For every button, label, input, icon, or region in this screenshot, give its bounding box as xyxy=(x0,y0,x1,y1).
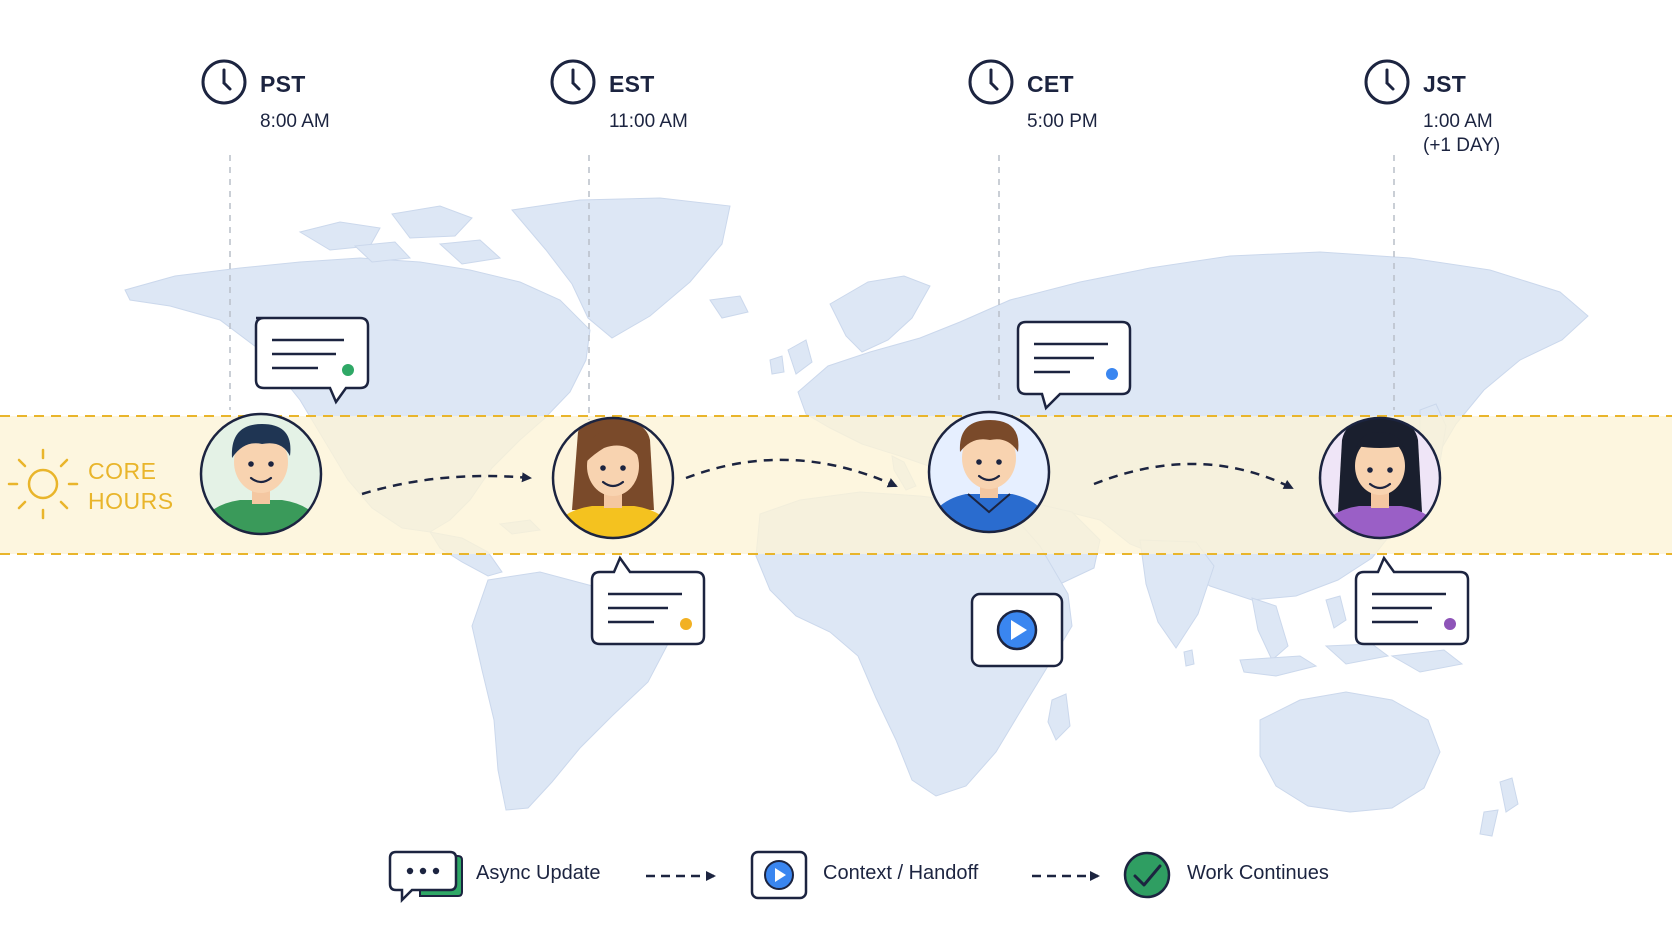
india-landmass xyxy=(1139,539,1215,649)
timezone-name: EST xyxy=(609,71,655,97)
status-dot-green xyxy=(342,364,354,376)
sun-icon xyxy=(7,448,79,520)
greenland-landmass xyxy=(511,197,731,339)
clock-icon xyxy=(201,59,247,105)
status-dot-purple xyxy=(1444,618,1456,630)
timezone-name: PST xyxy=(260,71,306,97)
timezone-name: CET xyxy=(1027,71,1074,97)
async-update-bubble-jst xyxy=(1354,555,1470,646)
play-icon xyxy=(1011,620,1027,640)
timezone-time: 1:00 AM xyxy=(1423,111,1493,132)
legend-async-update-label: Async Update xyxy=(476,862,601,884)
clock-icon xyxy=(968,59,1014,105)
chat-bubbles-icon xyxy=(388,850,463,904)
check-circle-icon xyxy=(1123,851,1171,899)
handoff-arrow-cet-jst xyxy=(1093,462,1294,490)
timezone-time: 8:00 AM xyxy=(260,111,330,132)
handoff-arrow-pst-est xyxy=(361,472,532,496)
handoff-arrows xyxy=(361,458,1294,496)
legend-work-continues-label: Work Continues xyxy=(1187,862,1329,884)
australia-landmass xyxy=(1259,691,1441,813)
core-hours-line-1: CORE xyxy=(88,458,157,484)
status-dot-blue xyxy=(1106,368,1118,380)
video-play-icon xyxy=(750,850,808,900)
avatar-pst-teammate xyxy=(199,412,323,536)
core-hours-label: CORE HOURS xyxy=(88,456,174,516)
timezone-guides xyxy=(229,155,1395,420)
core-hours-line-2: HOURS xyxy=(88,488,174,514)
timezone-time: 5:00 PM xyxy=(1027,111,1098,132)
clock-icon xyxy=(550,59,596,105)
timezone-day-offset: (+1 DAY) xyxy=(1423,135,1501,156)
async-update-bubble-pst xyxy=(254,316,370,405)
async-update-bubble-est xyxy=(590,555,706,646)
video-handoff-card xyxy=(970,592,1064,668)
async-update-bubble-cet xyxy=(1016,320,1132,411)
clock-icon xyxy=(1364,59,1410,105)
timezone-time: 11:00 AM xyxy=(609,111,688,132)
status-dot-orange xyxy=(680,618,692,630)
legend-context-handoff-label: Context / Handoff xyxy=(823,862,979,884)
timezone-name: JST xyxy=(1423,71,1467,97)
